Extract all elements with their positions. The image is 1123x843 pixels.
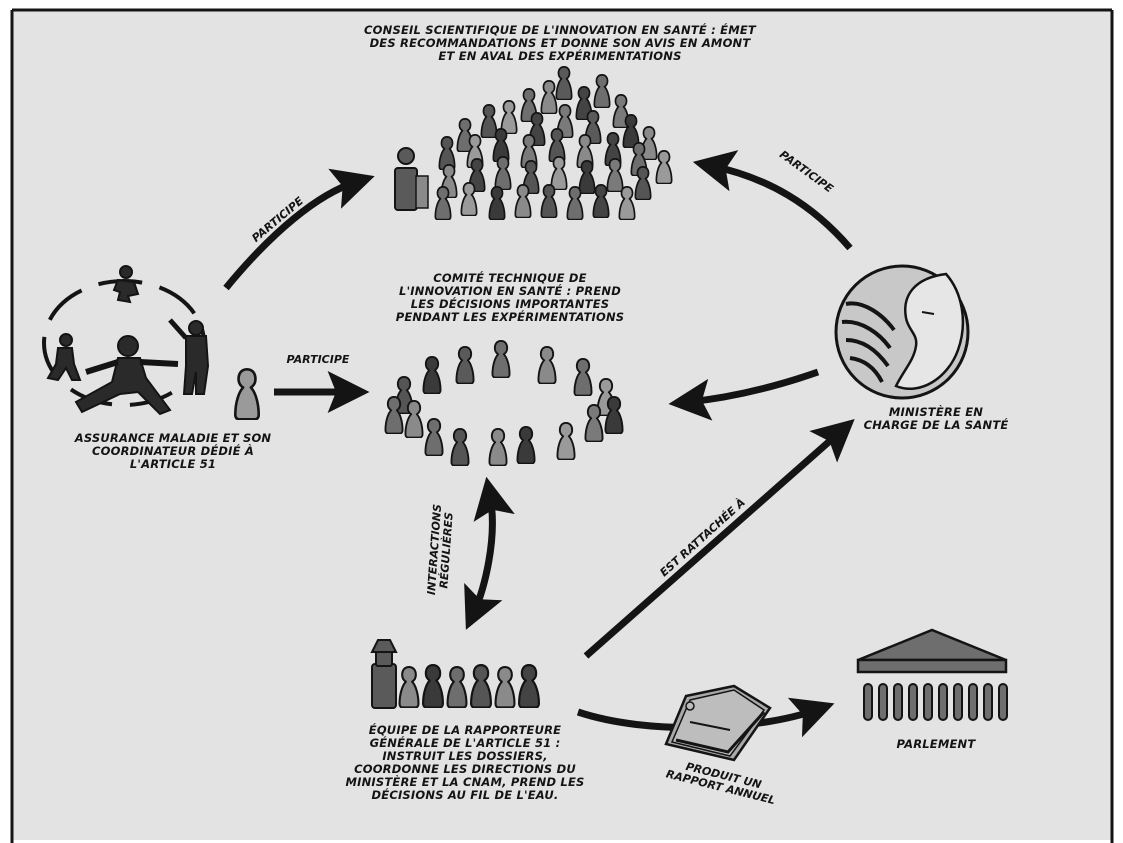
assurance-figure-center — [74, 335, 179, 416]
conseil-crowd — [394, 66, 673, 220]
ministere-globe — [834, 264, 970, 400]
arrow-comite-equipe — [464, 476, 515, 630]
assurance-group — [42, 265, 260, 420]
assurance-coordinator-figure — [234, 368, 260, 420]
arrow-ministere-to-comite — [668, 368, 820, 421]
arrow-assurance-to-conseil — [223, 168, 375, 291]
ministere-label: MINISTÈRE EN CHARGE DE LA SANTÉ — [863, 405, 1009, 432]
rapport-booklet — [664, 684, 772, 762]
conseil-label: CONSEIL SCIENTIFIQUE DE L'INNOVATION EN … — [364, 23, 756, 63]
conseil-leader-figure — [394, 147, 429, 211]
assurance-label: ASSURANCE MALADIE ET SON COORDINATEUR DÉ… — [74, 431, 272, 471]
edge-label-assurance-comite: PARTICIPE — [286, 353, 350, 366]
assurance-figure-top — [112, 265, 140, 304]
parlement-building — [856, 628, 1008, 721]
arrow-ministere-to-conseil — [692, 150, 853, 251]
assurance-figure-right — [168, 318, 210, 395]
assurance-figure-left — [46, 333, 82, 382]
equipe-label: ÉQUIPE DE LA RAPPORTEURE GÉNÉRALE DE L'A… — [345, 723, 585, 802]
equipe-lead-figure — [370, 639, 398, 709]
equipe-group — [370, 639, 540, 709]
comite-label: COMITÉ TECHNIQUE DE L'INNOVATION EN SANT… — [395, 271, 625, 324]
arrow-equipe-to-ministere — [583, 419, 855, 659]
parlement-label: PARLEMENT — [896, 737, 976, 751]
